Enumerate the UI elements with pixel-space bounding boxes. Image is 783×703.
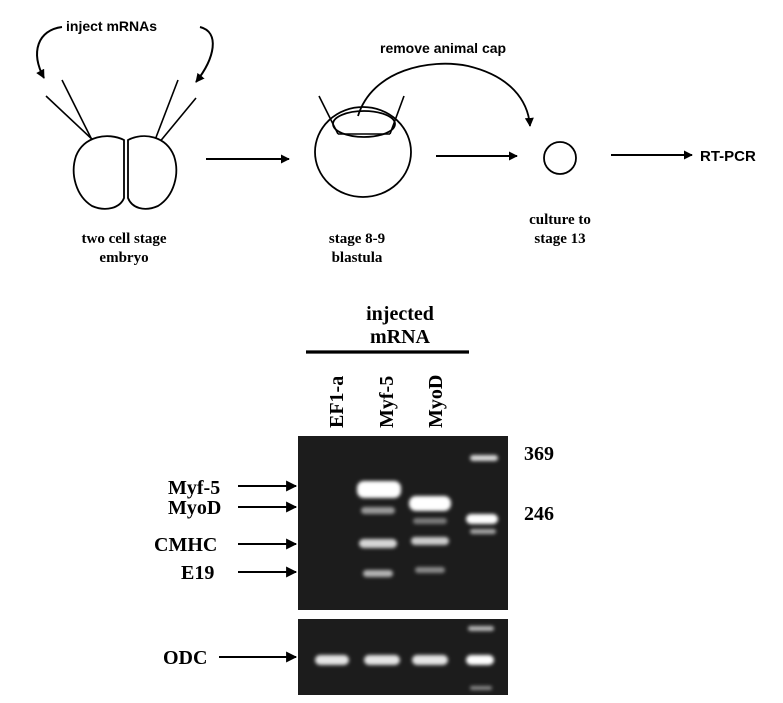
gel-header-line1: injected	[366, 303, 434, 325]
inject-left-arrow	[36, 26, 63, 79]
band-faint-lane3	[413, 518, 447, 524]
lane-label-ef1a: EF1-a	[326, 376, 348, 428]
band-myod-lane2	[361, 507, 395, 514]
odc-band-lane2	[364, 655, 400, 665]
inject-right-arrow	[195, 26, 214, 83]
remove-cap-label: remove animal cap	[380, 40, 506, 56]
needle-right-2	[157, 97, 197, 145]
needle-left-1	[61, 79, 93, 141]
blastula	[314, 95, 412, 198]
lane-label-myf5: Myf-5	[376, 376, 398, 428]
marker-band-246	[466, 514, 498, 524]
lane-label-myod: MyoD	[425, 375, 447, 428]
marker-band-369	[470, 455, 498, 461]
band-myf5-lane2	[357, 481, 401, 498]
gel-header-line2: mRNA	[370, 326, 431, 348]
marker-band-lower	[470, 529, 496, 534]
stage3-line1: culture to	[529, 212, 591, 228]
marker-label-246: 246	[524, 503, 554, 525]
band-cmhc-lane2	[359, 539, 397, 548]
two-cell-embryo	[72, 135, 178, 210]
needle-left-2	[45, 95, 96, 143]
animal-cap	[543, 141, 577, 175]
odc-band-lane3	[412, 655, 448, 665]
needle-right-1	[154, 79, 179, 141]
remove-cap-arrow	[357, 62, 534, 127]
band-myod-lane3	[409, 496, 451, 511]
odc-marker-mid	[466, 655, 494, 665]
marker-label-369: 369	[524, 443, 554, 465]
odc-marker-top	[468, 626, 494, 631]
control-label-odc: ODC	[163, 647, 207, 669]
inject-label: inject mRNAs	[66, 18, 157, 34]
band-e19-lane3	[415, 567, 445, 573]
band-cmhc-lane3	[411, 537, 449, 545]
band-e19-lane2	[363, 570, 393, 577]
band-label-e19: E19	[181, 562, 214, 584]
stage1-line2: embryo	[99, 250, 148, 266]
odc-band-lane1	[315, 655, 349, 665]
stage3-line2: stage 13	[534, 231, 585, 247]
band-label-myod: MyoD	[168, 497, 221, 519]
control-gel	[298, 619, 508, 695]
stage1-line1: two cell stage	[82, 231, 167, 247]
stage2-line2: blastula	[332, 250, 383, 266]
main-gel	[298, 436, 508, 610]
readout-label: RT-PCR	[700, 148, 756, 165]
stage2-line1: stage 8-9	[329, 231, 385, 247]
band-label-myf5: Myf-5	[168, 477, 220, 499]
band-label-cmhc: CMHC	[154, 534, 217, 556]
odc-marker-bottom	[470, 686, 492, 690]
